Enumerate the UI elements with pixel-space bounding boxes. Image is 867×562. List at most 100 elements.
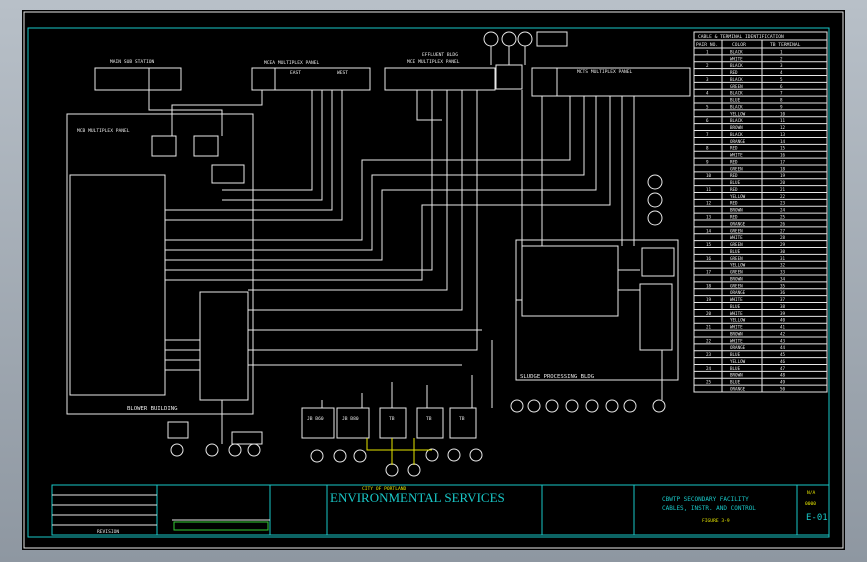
cable-table-cell: BLACK (730, 49, 743, 54)
cable-table-cell: 8 (780, 98, 783, 103)
sludge-instrument-row (510, 399, 666, 413)
cable-table-cell: BLACK (730, 63, 743, 68)
cable-table-cell: 2 (780, 56, 783, 61)
cable-table-cell: 27 (780, 228, 786, 233)
cable-table-cell: WHITE (730, 56, 743, 61)
cable-table-cell: 39 (780, 311, 786, 316)
cable-table-cell: 1 (780, 49, 783, 54)
cable-table-cell: 7 (780, 91, 783, 96)
mcts-box (531, 67, 691, 97)
cable-table-cell: 38 (780, 304, 786, 309)
cable-table-cell: RED (730, 215, 738, 220)
cable-table-cell: 17 (780, 159, 786, 164)
cable-table-cell: 11 (780, 118, 786, 123)
sludge-panel (639, 283, 673, 351)
agency-label: ENVIRONMENTAL SERVICES (330, 490, 505, 505)
cable-table-cell: GREEN (730, 228, 743, 233)
cable-table-cell: 46 (780, 359, 786, 364)
cable-table-cell: 21 (706, 325, 712, 330)
sludge-rtu (521, 245, 619, 317)
cable-table-cell: 30 (780, 249, 786, 254)
cable-table-cell: BLACK (730, 91, 743, 96)
ups-box (211, 164, 245, 184)
project-title-2: CABLES, INSTR. AND CONTROL (662, 505, 756, 512)
cable-table-cell: 6 (706, 118, 709, 123)
cable-table-cell: WHITE (730, 311, 743, 316)
cable-table-cell: 43 (780, 338, 786, 343)
blower-label: BLOWER BUILDING (127, 406, 178, 412)
field-instrument-row (170, 443, 483, 477)
cable-table-cell: RED (730, 70, 738, 75)
cable-table-title: CABLE & TERMINAL IDENTIFICATION (698, 34, 784, 40)
cable-table-cell: WHITE (730, 297, 743, 302)
cable-table: CABLE & TERMINAL IDENTIFICATION PAIR NO.… (693, 31, 828, 393)
cable-table-cell: 5 (780, 77, 783, 82)
cable-table-cell: 31 (780, 256, 786, 261)
cable-table-cell: 33 (780, 270, 786, 275)
revision-label: REVISION (97, 529, 119, 535)
cable-table-cell: BLUE (730, 366, 741, 371)
cable-table-cell: ORANGE (730, 290, 746, 295)
cable-table-cell: 3 (780, 63, 783, 68)
cable-table-cell: 21 (780, 187, 786, 192)
cable-table-cell: 9 (706, 159, 709, 164)
ccs-box (69, 174, 166, 396)
inner-border (27, 27, 830, 538)
cable-table-cell: 9 (780, 104, 783, 109)
mcea-box (251, 67, 371, 91)
cable-table-cell: BLACK (730, 118, 743, 123)
jb-b80-label: JB B80 (342, 416, 359, 422)
mcea-west: WEST (337, 70, 348, 76)
cable-table-header: PAIR NO. (696, 42, 718, 48)
schematic-canvas: MAIN SUB STATION MCEA MULTIPLEX PANEL EA… (23, 11, 844, 549)
tb2-label: TB (426, 416, 432, 422)
cable-table-cell: 23 (780, 201, 786, 206)
tb3-box (449, 407, 477, 439)
cable-table-cell: YELLOW (730, 318, 746, 323)
cable-table-cell: BLUE (730, 249, 741, 254)
cable-table-cell: YELLOW (730, 359, 746, 364)
cable-table-cell: 19 (706, 297, 712, 302)
cable-table-cell: 16 (780, 153, 786, 158)
cable-table-cell: YELLOW (730, 194, 746, 199)
cable-table-cell: 15 (780, 146, 786, 151)
cable-table-cell: 15 (706, 242, 712, 247)
cable-table-cell: 12 (780, 125, 786, 130)
cable-table-cell: 42 (780, 331, 786, 336)
instrument-circle (647, 174, 663, 190)
tb3-label: TB (459, 416, 465, 422)
tb2-box (416, 407, 444, 439)
sludge-label: SLUDGE PROCESSING BLDG (520, 374, 595, 380)
cable-table-cell: GREEN (730, 256, 743, 261)
scale-value: N/A (807, 490, 816, 496)
city-label: CITY OF PORTLAND (362, 486, 406, 492)
cable-table-cell: 2 (706, 63, 709, 68)
cable-table-cell: BLUE (730, 352, 741, 357)
cable-table-cell: 41 (780, 325, 786, 330)
mcb-label: MCB MULTIPLEX PANEL (77, 128, 130, 134)
device-box (231, 431, 263, 445)
cable-table-cell: 40 (780, 318, 786, 323)
cable-table-cell: YELLOW (730, 111, 746, 116)
device-box (167, 421, 189, 439)
outer-border (23, 11, 844, 549)
jb-b60-label: JB B60 (307, 416, 324, 422)
cable-table-cell: RED (730, 173, 738, 178)
cable-table-cell: BROWN (730, 125, 743, 130)
figure-label: FIGURE 3-9 (702, 518, 730, 524)
mcts-label: MCTS MULTIPLEX PANEL (577, 69, 633, 75)
cable-table-cell: 18 (780, 166, 786, 171)
cable-table-cell: 11 (706, 187, 712, 192)
main-sub-box (94, 67, 182, 91)
cable-table-cell: 24 (706, 366, 712, 371)
cable-table-cell: RED (730, 159, 738, 164)
cable-table-cell: 24 (780, 208, 786, 213)
drawing-sheet[interactable]: MAIN SUB STATION MCEA MULTIPLEX PANEL EA… (22, 10, 845, 550)
cable-table-cell: BROWN (730, 208, 743, 213)
cable-table-cell: GREEN (730, 242, 743, 247)
jb-b60-box (301, 407, 335, 439)
cable-table-cell: 37 (780, 297, 786, 302)
cable-table-cell: RED (730, 201, 738, 206)
cable-table-cell: GREEN (730, 84, 743, 89)
